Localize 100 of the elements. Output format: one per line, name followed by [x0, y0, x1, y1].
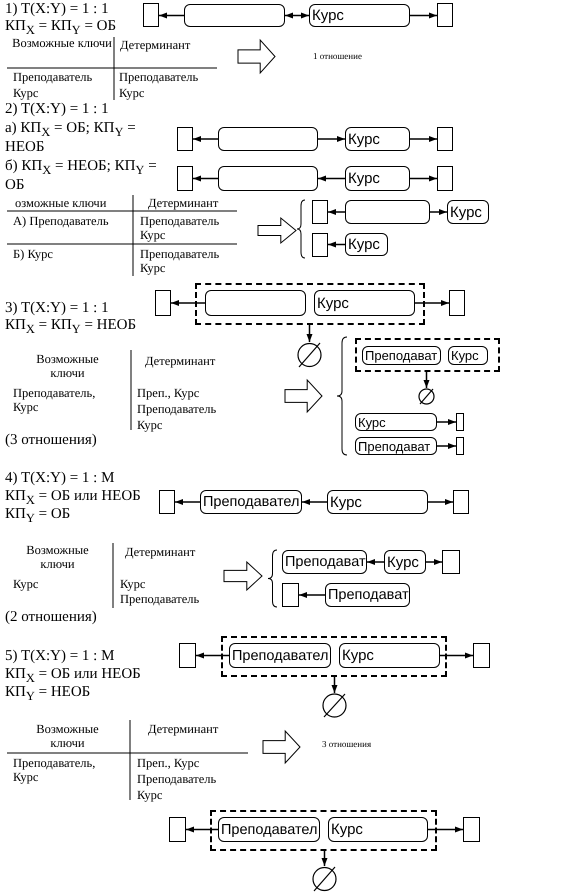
arrow	[437, 443, 456, 449]
null-set-symbol	[312, 866, 337, 892]
table-cell: Курс	[120, 577, 146, 592]
table-header: озможные ключи	[15, 196, 106, 210]
table-header: Возможные ключи	[35, 352, 100, 381]
note-text: (2 отношения)	[5, 609, 97, 626]
arrow	[196, 652, 229, 658]
entity-box	[205, 290, 306, 316]
small-box	[456, 413, 464, 431]
table-cell: Преподаватель	[137, 402, 216, 416]
arrow	[410, 136, 437, 142]
table-cell: Курс	[13, 577, 38, 592]
arrow	[193, 136, 218, 142]
small-box	[169, 817, 186, 842]
small-box	[473, 643, 490, 668]
small-box	[449, 290, 465, 316]
dashed-group-box	[221, 636, 447, 677]
arrow	[285, 12, 309, 18]
small-box	[177, 166, 193, 191]
condition-text: 1) T(X:Y) = 1 : 1	[5, 1, 109, 18]
null-set-symbol	[297, 342, 322, 368]
arrow	[302, 499, 327, 505]
table-header: Детерминант	[148, 196, 218, 210]
arrow	[415, 300, 449, 306]
arrow	[424, 372, 430, 388]
small-box	[453, 490, 469, 514]
table-cell: Преп., Курс	[137, 386, 200, 400]
table-cell: Б) Курс	[13, 247, 53, 262]
arrow	[159, 12, 184, 18]
arrow	[318, 176, 345, 182]
condition-text: 4) T(X:Y) = 1 : M	[5, 470, 114, 488]
null-set-symbol	[322, 693, 347, 718]
entity-box: Курс	[309, 4, 410, 27]
small-box	[463, 817, 480, 842]
condition-text: КП$_{Y}$ = ОБ	[5, 506, 70, 526]
note-text: (3 отношения)	[5, 432, 97, 450]
arrow	[299, 592, 325, 598]
dashed-group-box	[355, 338, 500, 372]
small-box	[179, 643, 196, 668]
table-cell: Преп., Курс	[137, 756, 200, 770]
table-cell: Курс	[137, 788, 162, 802]
arrow	[428, 826, 463, 832]
table-header: Детерминант	[148, 722, 218, 736]
entity-box: Курс	[384, 550, 426, 574]
arrow	[328, 209, 345, 215]
arrow	[171, 300, 205, 306]
small-box	[442, 550, 460, 574]
arrow	[410, 12, 437, 18]
entity-box: Преподават	[325, 583, 410, 607]
entity-box: Курс	[448, 346, 488, 365]
small-box	[143, 3, 159, 27]
arrow	[193, 176, 218, 182]
table-header: Возможные ключи	[12, 36, 112, 50]
small-box	[437, 3, 453, 27]
condition-text: 3) T(X:Y) = 1 : 1	[5, 300, 109, 318]
entity-box: Преподавател	[200, 490, 302, 514]
null-set-symbol	[418, 388, 435, 405]
entity-box: Курс	[328, 817, 428, 842]
arrow	[332, 677, 338, 693]
arrow	[428, 499, 453, 505]
entity-box	[345, 200, 430, 224]
arrow	[306, 325, 312, 342]
entity-box	[218, 166, 318, 191]
arrow	[318, 136, 345, 142]
table-cell: Преподаватель	[137, 772, 216, 786]
arrow	[322, 851, 328, 866]
arrow	[437, 419, 456, 425]
table-header: Детерминант	[120, 38, 190, 52]
table-cell: Курс	[13, 86, 38, 100]
note-text: 3 отношения	[322, 739, 372, 750]
entity-box: Преподават	[282, 550, 367, 574]
arrow	[367, 559, 384, 565]
table-cell: А) Преподаватель	[13, 214, 109, 228]
table-header: Возможные ключи	[35, 722, 100, 751]
condition-text: 5) T(X:Y) = 1 : M	[5, 648, 114, 666]
condition-text: КП$_{X}$ = КП$_{Y}$ = ОБ	[5, 18, 116, 38]
arrow	[186, 826, 218, 832]
entity-box	[218, 127, 318, 151]
entity-box: Курс	[355, 413, 437, 431]
arrow	[440, 652, 473, 658]
arrow	[426, 559, 442, 565]
small-box	[437, 166, 453, 191]
table-cell: Курс	[137, 418, 162, 432]
condition-text: КП$_{X}$ = ОБ или НЕОБ	[5, 666, 141, 686]
condition-text: 2) T(X:Y) = 1 : 1	[5, 101, 109, 118]
small-box	[312, 233, 328, 257]
entity-box: Преподавател	[218, 817, 320, 842]
condition-text: КП$_{X}$ = КП$_{Y}$ = НЕОБ	[5, 317, 136, 336]
dashed-group-box	[210, 810, 437, 851]
entity-box: Преподавател	[229, 643, 331, 668]
entity-box: Курс	[327, 490, 428, 514]
table-header: Детерминант	[125, 545, 196, 560]
arrow	[430, 209, 447, 215]
entity-box: Курс	[314, 290, 415, 316]
condition-text: КП$_{Y}$ = НЕОБ	[5, 684, 90, 704]
table-cell: Преподаватель	[13, 70, 92, 84]
entity-box: Преподават	[355, 437, 437, 455]
table-cell: Преподаватель	[119, 70, 198, 84]
table-cell: Курс	[119, 86, 144, 100]
table-header: Возможные ключи	[25, 543, 90, 572]
